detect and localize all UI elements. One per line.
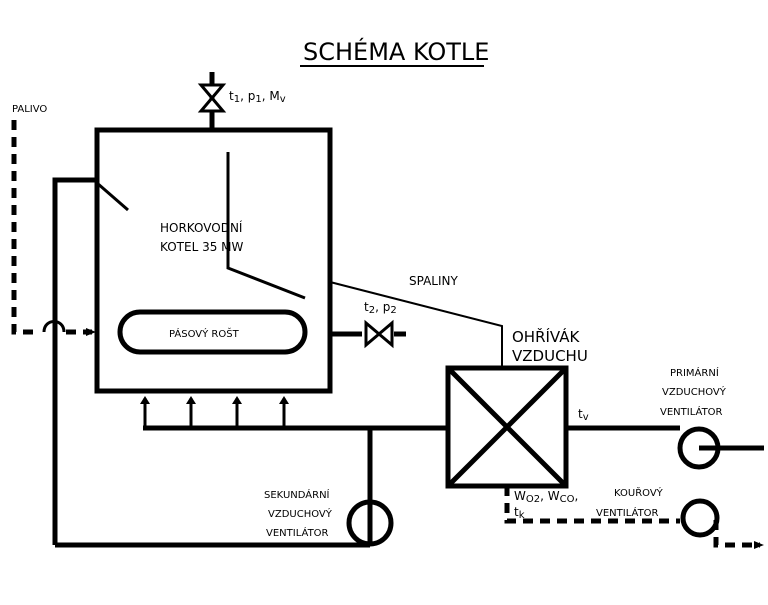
- diagram-title: SCHÉMA KOTLE: [303, 37, 489, 66]
- stack-arrow-icon: [754, 541, 764, 549]
- fuel-line: [11, 120, 40, 335]
- air-temp-measurement: tv: [578, 407, 589, 423]
- secondary-fan-label-line1: SEKUNDÁRNÍ: [264, 488, 330, 501]
- fan-icon: [680, 498, 720, 538]
- primary-fan-label-line1: PRIMÁRNÍ: [670, 366, 719, 379]
- primary-fan-label-line2: VZDUCHOVÝ: [662, 385, 727, 398]
- fan-icon: [677, 426, 764, 470]
- boiler-label-line2: KOTEL 35 MW: [160, 240, 244, 254]
- primary-fan-label-line3: VENTILÁTOR: [660, 405, 723, 418]
- smoke-fan-label-line1: KOUŘOVÝ: [614, 486, 664, 499]
- stack-line: [713, 520, 760, 548]
- valve-icon: [364, 319, 394, 349]
- fuel-arrow-icon: [86, 328, 96, 336]
- fuel-chute: [96, 181, 129, 212]
- air-heater-label-line2: VZDUCHU: [512, 347, 588, 365]
- primary-air-nozzles: [140, 396, 289, 428]
- secondary-fan-label-line2: VZDUCHOVÝ: [268, 507, 333, 520]
- secondary-air-duct: [52, 177, 97, 545]
- secondary-fan-label-line3: VENTILÁTOR: [266, 526, 329, 539]
- fan-icon: [346, 499, 394, 547]
- flue-gas-measurement: WO2, WCO,: [514, 489, 578, 505]
- valve-icon: [197, 83, 227, 113]
- grate: [117, 309, 308, 355]
- flue-gas-line: [329, 281, 503, 366]
- grate-label: PÁSOVÝ ROŠT: [169, 327, 240, 340]
- smoke-fan-label-line2: VENTILÁTOR: [596, 506, 659, 519]
- outlet-measurement: t1, p1, Mv: [229, 89, 286, 105]
- fuel-label: PALIVO: [12, 104, 47, 115]
- flue-gas-label: SPALINY: [409, 274, 458, 288]
- heat-exchanger-icon: [445, 365, 569, 489]
- boiler-baffle: [226, 152, 306, 300]
- air-heater-label-line1: OHŘÍVÁK: [512, 327, 580, 346]
- boiler-label-line1: HORKOVODNÍ: [160, 220, 243, 235]
- flue-gas-outlet-line: [504, 486, 680, 524]
- flue-gas-temp: tk: [514, 505, 525, 521]
- inlet-measurement: t2, p2: [364, 300, 397, 316]
